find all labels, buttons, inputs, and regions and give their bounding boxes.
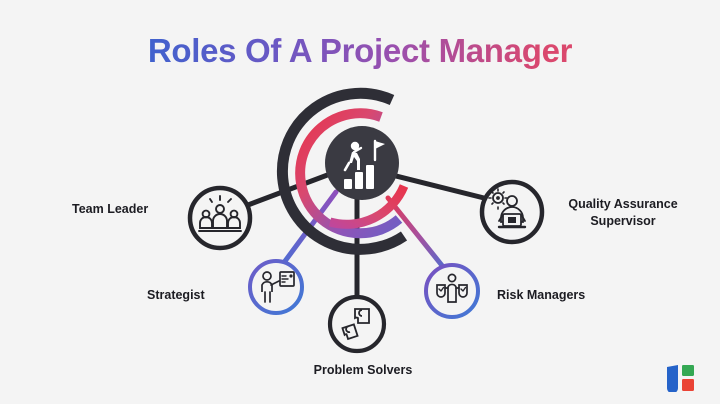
node-risk-managers[interactable] xyxy=(424,263,480,319)
outer-dark-arc xyxy=(276,87,408,255)
logo-blue-shape xyxy=(667,365,678,394)
connector-quality-assurance xyxy=(377,169,495,203)
logo-green-square xyxy=(682,365,694,376)
person-presenting-board-icon xyxy=(261,271,295,303)
node-quality-assurance-supervisor[interactable] xyxy=(479,179,545,245)
accent-arc-segment xyxy=(328,184,409,229)
inner-gradient-arc xyxy=(295,108,403,239)
connector-risk-managers xyxy=(385,195,451,276)
page-title: Roles Of A Project Manager xyxy=(0,32,720,70)
center-decorative-arcs xyxy=(276,87,409,255)
brand-logo xyxy=(665,364,696,394)
node-strategist[interactable] xyxy=(248,259,304,315)
logo-red-square xyxy=(682,379,694,391)
center-node xyxy=(325,126,399,200)
label-problem-solvers: Problem Solvers xyxy=(313,363,413,377)
label-risk-managers: Risk Managers xyxy=(497,288,586,302)
node-problem-solvers[interactable] xyxy=(327,294,387,354)
puzzle-pieces-icon xyxy=(341,308,370,341)
person-with-shields-checkmark-icon xyxy=(436,273,468,303)
label-quality-assurance-supervisor: Quality Assurance Supervisor xyxy=(568,197,678,228)
label-strategist: Strategist xyxy=(147,288,205,302)
person-at-laptop-with-gear-icon xyxy=(488,188,527,229)
group-of-people-icon xyxy=(198,195,242,232)
label-team-leader: Team Leader xyxy=(72,202,149,216)
node-team-leader[interactable] xyxy=(187,185,253,251)
